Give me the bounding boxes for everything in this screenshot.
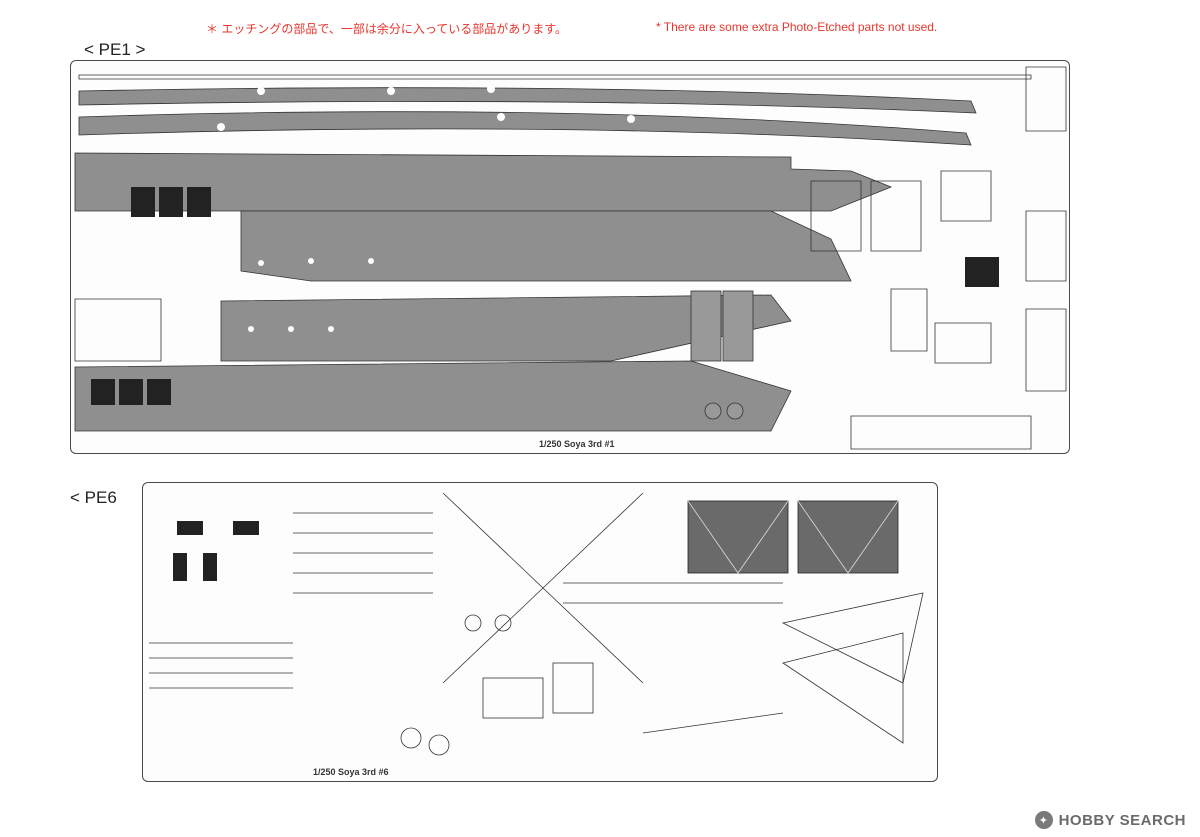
pe1-label: < PE1 > (84, 40, 146, 59)
pe6-fret: 1/250 Soya 3rd #6 (142, 482, 938, 782)
note-japanese: ＊ エッチングの部品で、一部は余分に入っている部品があります。 (206, 22, 568, 36)
watermark-text: HOBBY SEARCH (1058, 811, 1186, 829)
pe1-fret: 1/250 Soya 3rd #1 (70, 60, 1070, 454)
pe1-fret-id: 1/250 Soya 3rd #1 (539, 439, 615, 449)
note-english: * There are some extra Photo-Etched part… (656, 20, 938, 34)
watermark: ✦ HOBBY SEARCH (1034, 811, 1186, 829)
hobby-search-logo-icon: ✦ (1034, 811, 1053, 829)
pe1-parts-drawing (74, 66, 1067, 450)
pe6-parts-drawing (149, 492, 924, 756)
pe6-label: < PE6 (70, 488, 117, 507)
pe6-fret-id: 1/250 Soya 3rd #6 (313, 767, 389, 777)
